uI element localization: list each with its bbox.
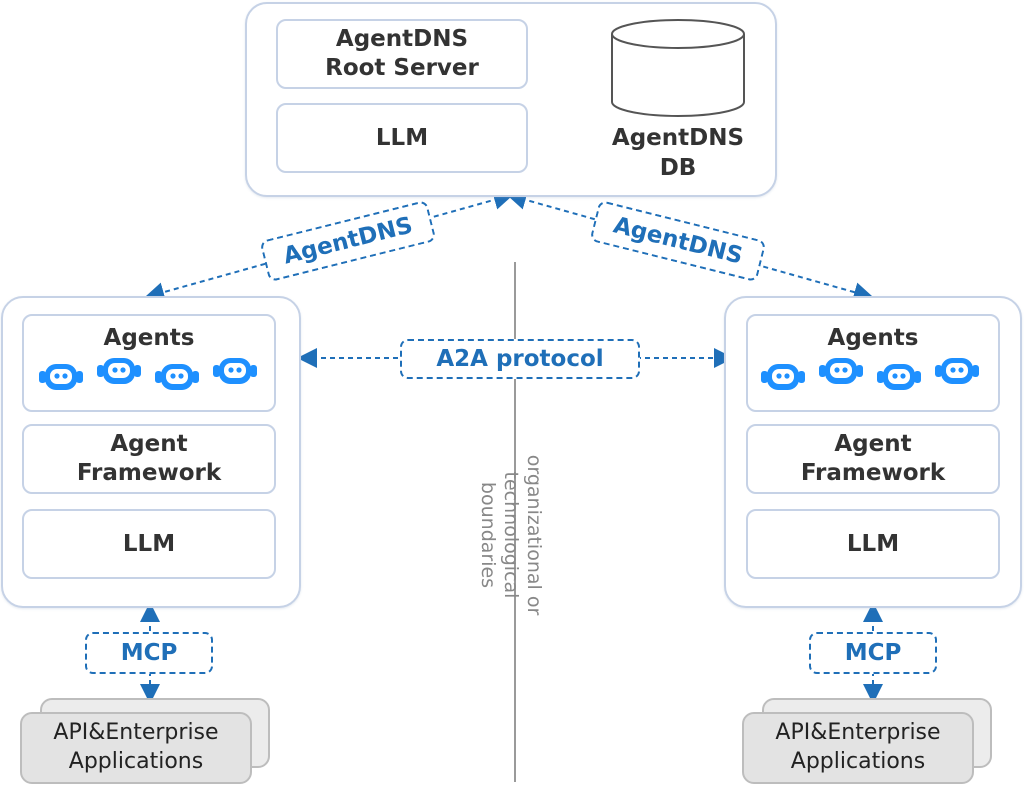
right-robot-row [758, 356, 982, 396]
root-llm-box: LLM [276, 103, 528, 173]
boundary-label: organizational or technological boundari… [477, 454, 545, 616]
robot-icon [39, 364, 83, 390]
robot-icon [213, 358, 257, 384]
right-apps-box: API&Enterprise Applications [742, 712, 974, 784]
robot-icon [97, 358, 141, 384]
robot-icon [819, 358, 863, 384]
left-llm-box: LLM [22, 509, 276, 579]
left-agents-label: Agents [103, 325, 195, 351]
right-llm-box: LLM [746, 509, 1000, 579]
right-agents-label: Agents [827, 325, 919, 351]
right-framework-box: Agent Framework [746, 424, 1000, 494]
agentdns-left-link [144, 190, 514, 302]
database-icon [611, 19, 745, 117]
left-robot-row [36, 356, 260, 396]
mcp-left-label: MCP [85, 632, 213, 674]
robot-icon [877, 364, 921, 390]
left-apps-box: API&Enterprise Applications [20, 712, 252, 784]
mcp-right-label: MCP [809, 632, 937, 674]
root-server-box: AgentDNS Root Server [276, 19, 528, 89]
robot-icon [155, 364, 199, 390]
robot-icon [935, 358, 979, 384]
agentdns-db-label: AgentDNS DB [611, 125, 745, 181]
robot-icon [761, 364, 805, 390]
left-framework-box: Agent Framework [22, 424, 276, 494]
a2a-protocol-label: A2A protocol [400, 339, 640, 379]
